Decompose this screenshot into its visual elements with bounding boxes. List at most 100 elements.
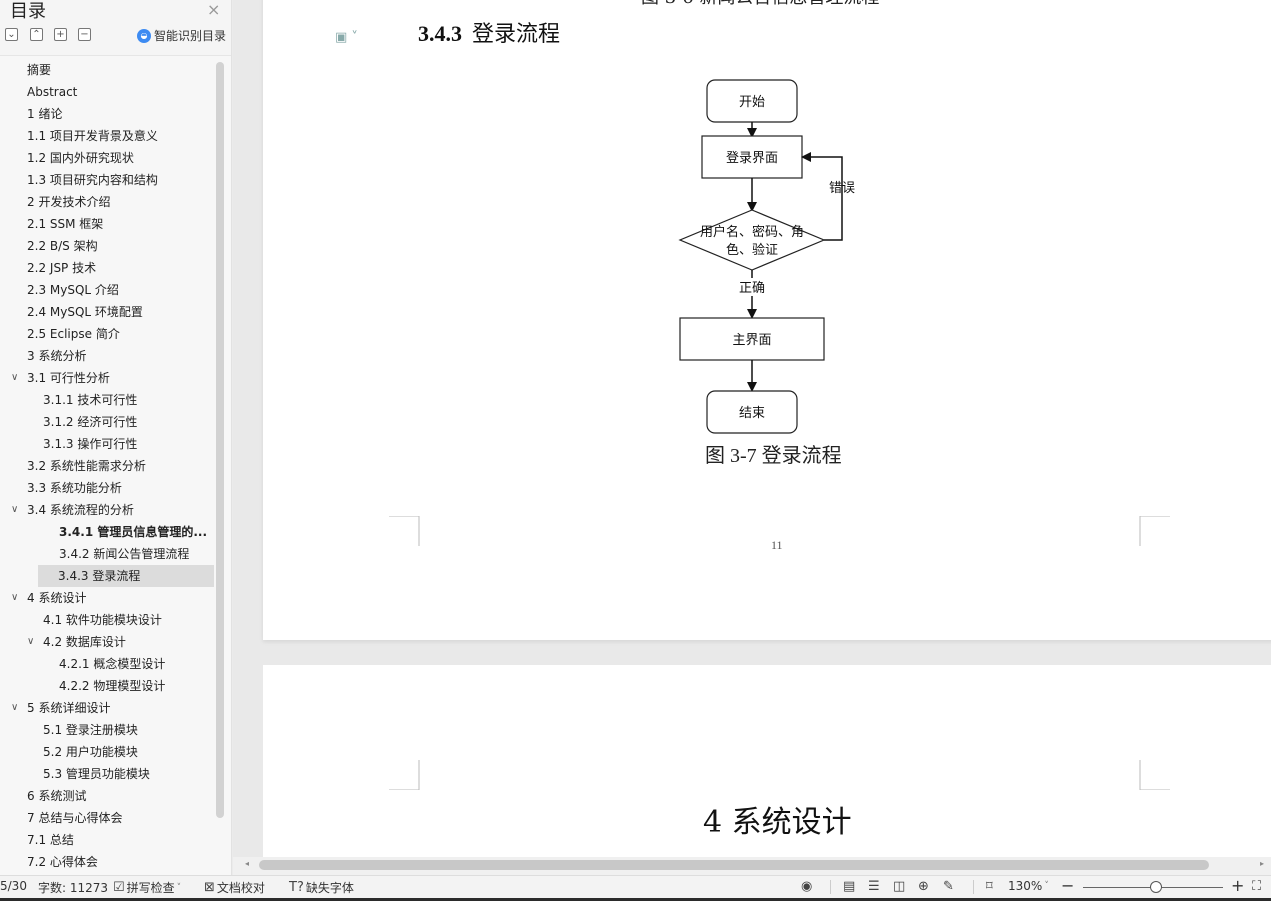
word-count[interactable]: 字数: 11273 — [38, 881, 109, 895]
toc-item[interactable]: 1 绪论 — [0, 103, 216, 125]
missing-fonts-label: 缺失字体 — [305, 881, 354, 895]
arrow-error-loop — [801, 152, 843, 241]
toc-item[interactable]: 3.2 系统性能需求分析 — [0, 455, 216, 477]
toc-item[interactable]: 7.1 总结 — [0, 829, 216, 851]
chevron-down-icon[interactable]: ∨ — [11, 372, 19, 383]
reading-view-icon[interactable]: ◫ — [893, 879, 906, 894]
annotate-pen-icon[interactable]: ✎ — [943, 879, 954, 894]
toc-item-label: 7.2 心得体会 — [27, 855, 98, 869]
previous-figure-caption: 图 3-6 新闻公告信息管理流程 — [641, 0, 879, 9]
fullscreen-icon[interactable]: ⛶ — [1252, 879, 1262, 894]
toc-item[interactable]: 7.2 心得体会 — [0, 851, 216, 873]
figure-caption: 图 3-7 登录流程 — [705, 445, 842, 467]
toc-item[interactable]: 3.1.2 经济可行性 — [0, 411, 216, 433]
toc-item[interactable]: 2.5 Eclipse 简介 — [0, 323, 216, 345]
toc-item[interactable]: Abstract — [0, 81, 216, 103]
toc-item[interactable]: 2.2 JSP 技术 — [0, 257, 216, 279]
zoom-level-dropdown[interactable]: 130% ˅ — [1008, 879, 1049, 893]
chevron-down-icon[interactable]: ∨ — [11, 702, 19, 713]
fit-page-icon[interactable]: ⌑ — [986, 879, 993, 894]
toc-item-label: 3.4.3 登录流程 — [58, 569, 141, 583]
toc-item[interactable]: 1.3 项目研究内容和结构 — [0, 169, 216, 191]
expand-all-button[interactable]: ⌃ — [30, 28, 43, 41]
zoom-in-button[interactable]: + — [1231, 876, 1245, 895]
toc-item[interactable]: 摘要 — [0, 59, 216, 81]
chevron-down-icon: ˅ — [176, 882, 182, 893]
toc-item-label: Abstract — [27, 85, 78, 99]
toc-item[interactable]: 5.1 登录注册模块 — [0, 719, 216, 741]
scroll-right-icon[interactable]: ▸ — [1260, 859, 1265, 868]
chevron-down-icon[interactable]: ∨ — [11, 504, 19, 515]
toc-item[interactable]: 5.3 管理员功能模块 — [0, 763, 216, 785]
smart-toc-icon: ◒ — [137, 28, 151, 43]
login-page-label: 登录界面 — [726, 151, 778, 166]
decision-label-line1: 用户名、密码、角 — [700, 224, 804, 240]
outline-view-icon[interactable]: ☰ — [868, 879, 880, 894]
eye-protection-icon[interactable]: ◉ — [801, 879, 813, 894]
toc-item[interactable]: 1.1 项目开发背景及意义 — [0, 125, 216, 147]
toc-item-label: 2 开发技术介绍 — [27, 195, 111, 209]
toc-item[interactable]: 3.3 系统功能分析 — [0, 477, 216, 499]
toc-item[interactable]: 2.2 B/S 架构 — [0, 235, 216, 257]
toc-item[interactable]: 7 总结与心得体会 — [0, 807, 216, 829]
chevron-down-icon[interactable]: ∨ — [27, 636, 35, 647]
toc-item[interactable]: 3.1.1 技术可行性 — [0, 389, 216, 411]
toc-item[interactable]: 1.2 国内外研究现状 — [0, 147, 216, 169]
toc-item-label: 4.1 软件功能模块设计 — [43, 613, 162, 627]
toc-item[interactable]: 4.1 软件功能模块设计 — [0, 609, 216, 631]
doc-proofread-label: 文档校对 — [216, 881, 265, 895]
page-indicator[interactable]: 5/30 — [0, 879, 27, 893]
toc-item[interactable]: 2 开发技术介绍 — [0, 191, 216, 213]
spell-check-button[interactable]: ☑ 拼写检查 ˅ — [113, 879, 181, 896]
window-bottom-edge — [0, 898, 1271, 901]
toc-item[interactable]: ∨4.2 数据库设计 — [0, 631, 216, 653]
scroll-left-icon[interactable]: ◂ — [245, 859, 250, 868]
toc-item-label: 4.2.1 概念模型设计 — [59, 657, 166, 671]
toc-item[interactable]: 5.2 用户功能模块 — [0, 741, 216, 763]
missing-fonts-button[interactable]: T? 缺失字体 — [289, 879, 354, 896]
remove-heading-button[interactable]: − — [78, 28, 91, 41]
paragraph-handle-icon[interactable]: ▣ ˅ — [335, 30, 358, 45]
chevron-down-icon[interactable]: ∨ — [11, 592, 19, 603]
web-view-icon[interactable]: ⊕ — [918, 879, 929, 894]
toc-item-label: 3.4.2 新闻公告管理流程 — [59, 547, 190, 561]
horizontal-scroll-thumb[interactable] — [259, 860, 1209, 870]
margin-corner-top-right — [1139, 760, 1170, 790]
add-heading-button[interactable]: + — [54, 28, 67, 41]
toc-item[interactable]: 3 系统分析 — [0, 345, 216, 367]
credential-check-node — [678, 209, 826, 271]
toc-item[interactable]: 3.4.2 新闻公告管理流程 — [0, 543, 216, 565]
toc-item-label: 4 系统设计 — [27, 591, 87, 605]
toc-item[interactable]: ∨5 系统详细设计 — [0, 697, 216, 719]
page-view-icon[interactable]: ▤ — [843, 879, 856, 894]
toc-item-label: 6 系统测试 — [27, 789, 87, 803]
zoom-slider-handle[interactable] — [1150, 881, 1162, 893]
toc-scrollbar[interactable] — [216, 62, 224, 818]
toc-item[interactable]: ∨ 4 系统设计 — [0, 587, 216, 609]
toc-item[interactable]: 4.2.1 概念模型设计 — [0, 653, 216, 675]
toc-item-label: 3.1.2 经济可行性 — [43, 415, 138, 429]
toc-item[interactable]: 3.4.1 管理员信息管理的... — [0, 521, 216, 543]
toc-item[interactable]: 2.4 MySQL 环境配置 — [0, 301, 216, 323]
toc-item-label: 2.4 MySQL 环境配置 — [27, 305, 143, 319]
close-icon[interactable]: × — [207, 0, 221, 19]
collapse-all-button[interactable]: ⌄ — [5, 28, 18, 41]
horizontal-scrollbar[interactable]: ◂ ▸ — [233, 857, 1271, 875]
toc-item[interactable]: 2.3 MySQL 介绍 — [0, 279, 216, 301]
chevron-down-icon: ˅ — [1044, 881, 1049, 891]
toc-item[interactable]: 2.1 SSM 框架 — [0, 213, 216, 235]
toc-item[interactable]: 4.2.2 物理模型设计 — [0, 675, 216, 697]
toc-item[interactable]: 6 系统测试 — [0, 785, 216, 807]
heading-number: 3.4.3 — [418, 21, 462, 46]
toc-item[interactable]: ∨3.4 系统流程的分析 — [0, 499, 216, 521]
zoom-out-button[interactable]: − — [1061, 876, 1075, 895]
doc-proofread-button[interactable]: ⊠ 文档校对 — [204, 879, 265, 896]
toc-item[interactable]: ∨3.1 可行性分析 — [0, 367, 216, 389]
toc-item[interactable]: 3.1.3 操作可行性 — [0, 433, 216, 455]
toc-item[interactable]: 3.4.3 登录流程 — [38, 565, 214, 587]
smart-toc-button[interactable]: ◒ 智能识别目录 — [137, 27, 226, 44]
